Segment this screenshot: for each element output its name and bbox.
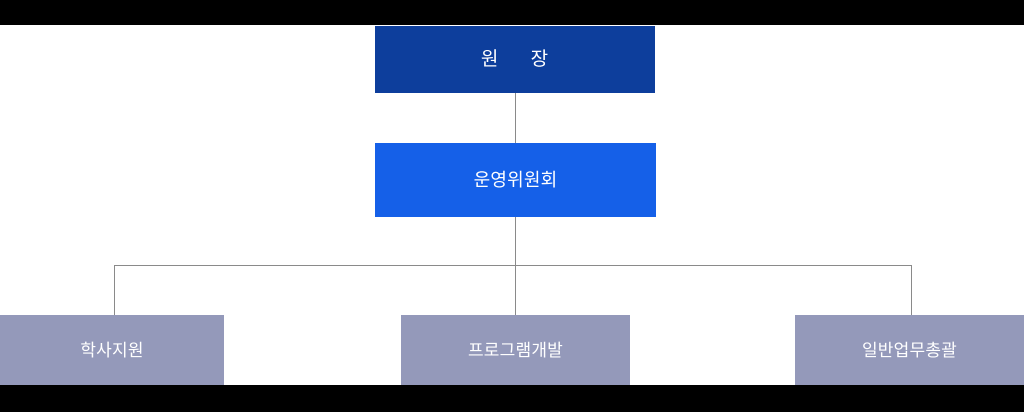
connector-bus-to-program-development: [515, 265, 516, 315]
connector-director-to-committee: [515, 93, 516, 143]
connector-bus-to-academic-support: [114, 265, 115, 315]
letterbox-band-bottom: [0, 385, 1024, 412]
node-program-development: 프로그램개발: [401, 315, 630, 385]
connector-bus-to-general-affairs: [911, 265, 912, 315]
letterbox-band-top: [0, 0, 1024, 25]
node-director: 원 장: [375, 26, 655, 93]
node-academic-support: 학사지원: [0, 315, 224, 385]
connector-horizontal-bus: [114, 265, 912, 266]
connector-committee-to-bus: [515, 217, 516, 266]
node-steering-committee: 운영위원회: [375, 143, 656, 217]
node-general-affairs: 일반업무총괄: [795, 315, 1024, 385]
